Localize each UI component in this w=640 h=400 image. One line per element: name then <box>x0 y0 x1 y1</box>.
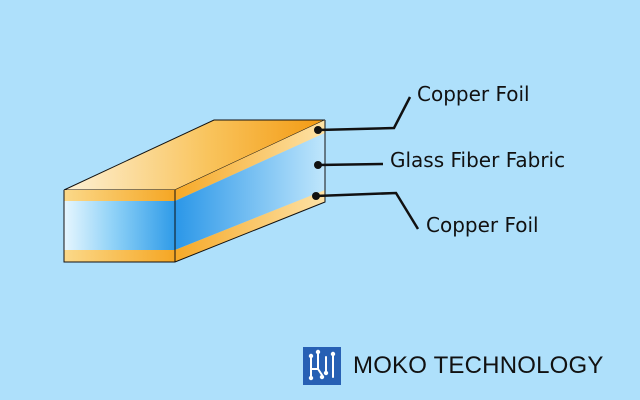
label-glass-fiber-fabric: Glass Fiber Fabric <box>390 148 566 172</box>
brand-name: MOKO TECHNOLOGY <box>353 352 604 379</box>
side-copper-top <box>175 120 325 201</box>
brand-logo: MOKO TECHNOLOGY <box>303 347 604 385</box>
side-copper-bottom <box>175 190 325 262</box>
leader-bottom <box>312 191 420 230</box>
label-copper-foil-bottom: Copper Foil <box>426 213 539 237</box>
circuit-board-icon <box>303 347 341 385</box>
leader-middle <box>314 161 384 169</box>
leader-top <box>314 96 412 134</box>
front-copper-bottom <box>64 250 175 262</box>
side-glass-fiber <box>175 133 325 250</box>
front-copper-top <box>64 190 175 201</box>
label-copper-foil-top: Copper Foil <box>417 82 530 106</box>
front-glass-fiber <box>64 201 175 250</box>
